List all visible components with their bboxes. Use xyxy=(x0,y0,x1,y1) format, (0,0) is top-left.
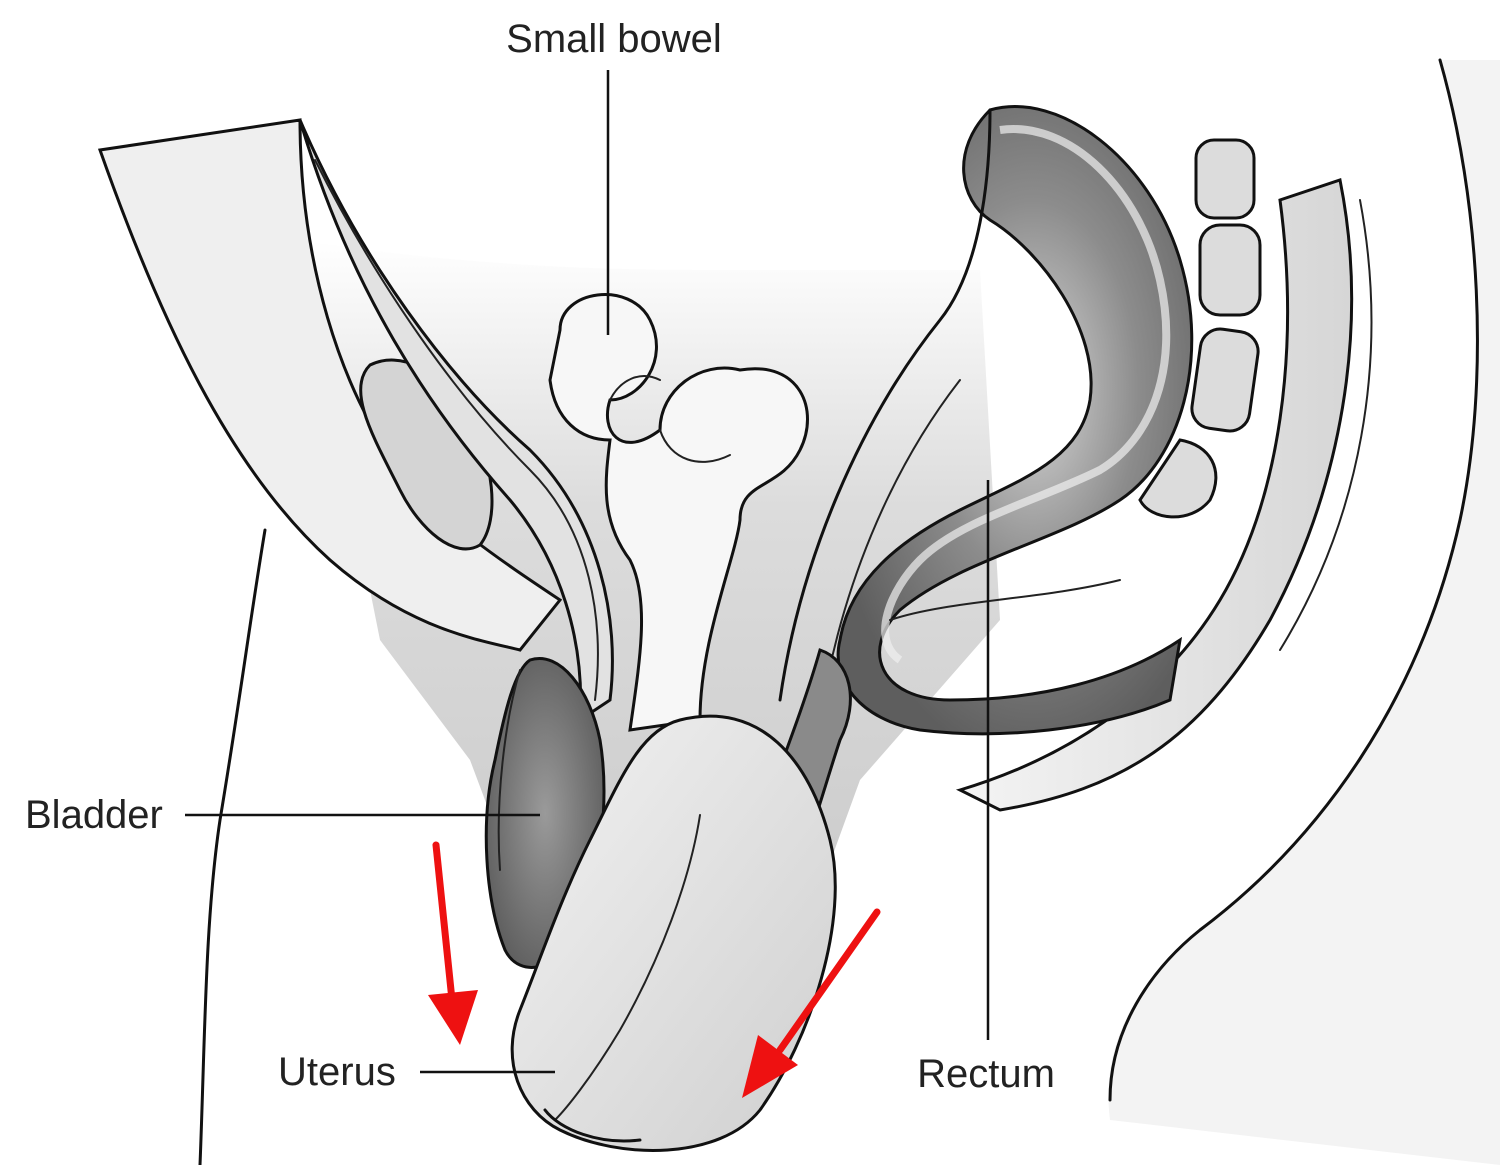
prolapse-arrows xyxy=(428,841,881,1098)
anterior-peritoneal-fold xyxy=(298,119,614,723)
down-arrow-icon xyxy=(428,841,478,1045)
down-left-arrow-icon xyxy=(742,908,881,1098)
labels: Small bowel Bladder Uterus Rectum xyxy=(25,17,1055,1096)
sacrum-vertebrae xyxy=(1138,138,1262,519)
bladder-label: Bladder xyxy=(25,793,163,837)
leader-lines xyxy=(185,70,990,1074)
rectum-label: Rectum xyxy=(917,1052,1055,1096)
small-bowel xyxy=(548,293,809,732)
uterus xyxy=(510,714,837,1152)
small-bowel-label: Small bowel xyxy=(506,17,722,61)
uterus-label: Uterus xyxy=(278,1050,396,1094)
